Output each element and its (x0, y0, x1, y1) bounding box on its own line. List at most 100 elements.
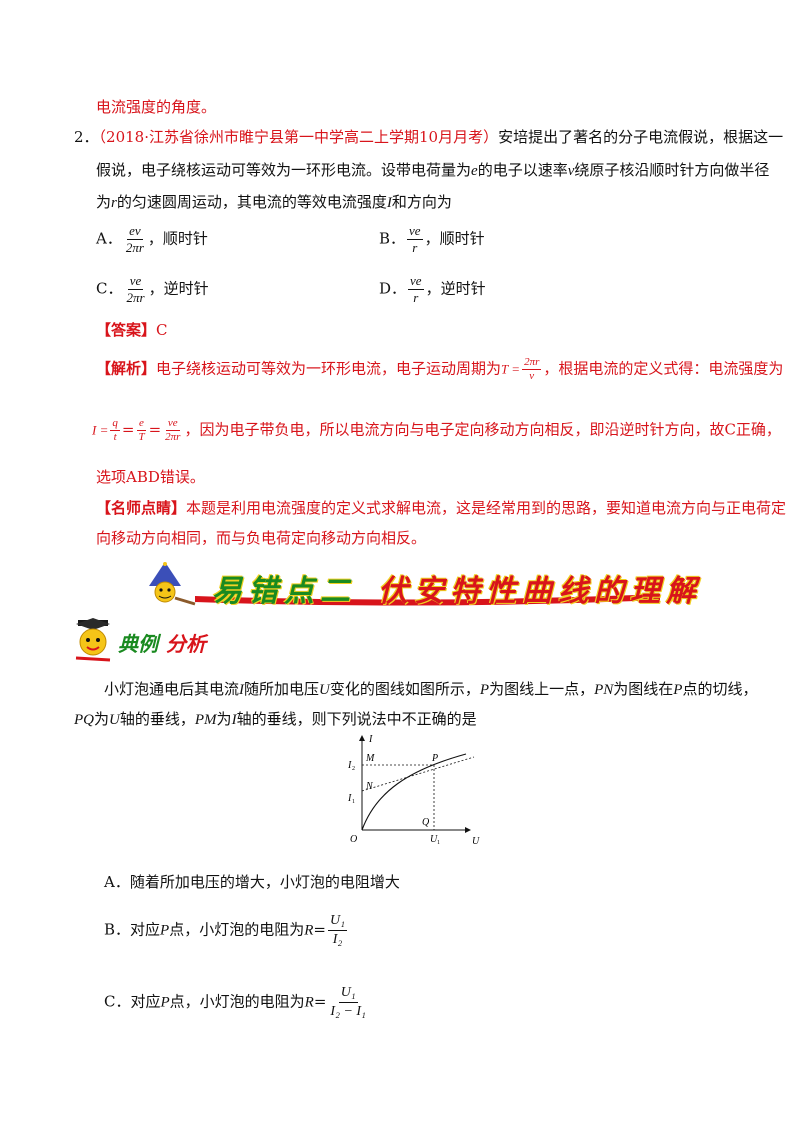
equals-sign: = (148, 420, 162, 439)
option-direction: ，逆时针 (148, 279, 209, 298)
fraction-denominator: 2πr (165, 431, 181, 443)
question-2-line-2: 假说，电子绕核运动可等效为一环形电流。设带电荷量为e的电子以速率v绕原子核沿顺时… (96, 159, 769, 180)
var-r: r (111, 195, 117, 211)
problem-text: 为图线在 (613, 680, 674, 698)
banner-part-1: 易错点二 (212, 574, 356, 609)
answer-line: 【答案】C (96, 319, 168, 340)
fraction-numerator: e (137, 417, 146, 431)
var-P: P (160, 922, 170, 939)
fraction-denominator: r (412, 240, 418, 255)
option-direction: ，逆时针 (425, 279, 486, 298)
analysis-text: ，因为电子带负电，所以电流方向与电子定向移动方向相反，即沿逆时针方向，故C正确， (184, 420, 781, 439)
tangent-line-pn (361, 756, 475, 792)
choice-text: B．对应 (104, 920, 161, 939)
tip-line-2: 向移动方向相同，而与负电荷定向移动方向相反。 (96, 529, 427, 547)
question-2-line-1: 2．（2018·江苏省徐州市睢宁县第一中学高二上学期10月月考）安培提出了著名的… (74, 126, 783, 147)
period-symbol: T = (501, 361, 521, 377)
problem-text: 轴的垂线， (119, 710, 195, 728)
mascot-scholar-icon (75, 618, 111, 662)
choice-text: 点，小灯泡的电阻为 (169, 992, 305, 1011)
banner-underline (195, 594, 660, 606)
var-v: v (567, 163, 575, 179)
option-letter: C． (96, 279, 123, 298)
fraction-numerator: ve (408, 273, 424, 290)
section-title-part-1: 典例 (118, 632, 158, 656)
point-m-label: M (365, 753, 375, 764)
choice-a[interactable]: A．随着所加电压的增大，小灯泡的电阻增大 (104, 873, 400, 891)
fraction-numerator: U₁ (338, 985, 358, 1003)
point-p-label: P (431, 753, 438, 764)
stem-text: 的电子以速率 (477, 161, 568, 179)
var-I: I (239, 682, 245, 698)
problem-line-2: PQ为U轴的垂线，PM为I轴的垂线，则下列说法中不正确的是 (74, 708, 477, 729)
tip-label: 【名师点睛】 (96, 499, 187, 517)
analysis-line-3: 选项ABD错误。 (96, 468, 205, 486)
point-q-label: Q (422, 817, 430, 828)
equals-sign: = (313, 920, 326, 939)
tip-text: 本题是利用电流强度的定义式求解电流，这是经常用到的思路，要知道电流方向与正电荷定 (186, 499, 787, 517)
answer-value: C (156, 321, 168, 339)
problem-text: 轴的垂线，则下列说法中不正确的是 (236, 710, 477, 728)
problem-line-1: 小灯泡通电后其电流I随所加电压U变化的图线如图所示，P为图线上一点，PN为图线在… (104, 678, 757, 699)
var-U: U (109, 712, 120, 728)
iu-graph: I U O M N P Q I 2 I 1 U 1 (347, 734, 480, 847)
wizard-mascot-icon (149, 562, 196, 606)
option-direction: ，顺时针 (424, 229, 485, 248)
analysis-text: 电子绕核运动可等效为一环形电流，电子运动周期为 (156, 359, 502, 378)
question-stem: 安培提出了著名的分子电流假说，根据这一 (498, 128, 784, 146)
var-e: e (471, 163, 478, 179)
equals-sign: = (313, 992, 327, 1011)
problem-text: 为 (94, 710, 110, 728)
option-letter: A． (96, 229, 122, 248)
option-letter: D． (379, 279, 407, 298)
analysis-label: 【解析】 (96, 359, 157, 378)
iu-curve (361, 753, 467, 831)
stem-text: 为 (96, 193, 112, 211)
stem-text: 假说，电子绕核运动可等效为一环形电流。设带电荷量为 (96, 161, 472, 179)
problem-text: 为图线上一点， (489, 680, 595, 698)
i-axis-label: I (368, 734, 373, 745)
question-source: （2018·江苏省徐州市睢宁县第一中学高二上学期10月月考） (98, 128, 499, 146)
choice-text: 点，小灯泡的电阻为 (169, 920, 305, 939)
u1-label: U (430, 834, 438, 845)
stem-text: 和方向为 (391, 193, 452, 211)
point-n-label: N (365, 781, 374, 792)
var-I: I (231, 712, 237, 728)
question-2-line-3: 为r的匀速圆周运动，其电流的等效电流强度I和方向为 (96, 191, 452, 212)
stem-text: 的匀速圆周运动，其电流的等效电流强度 (116, 193, 387, 211)
var-P: P (479, 682, 490, 698)
var-P: P (160, 994, 170, 1011)
fraction-numerator: ve (407, 223, 423, 240)
i2-label: I (347, 760, 352, 771)
banner-part-2: 伏安特性曲线的理解 (378, 574, 702, 609)
fraction-numerator: q (110, 417, 120, 431)
problem-text: 变化的图线如图所示， (329, 680, 480, 698)
problem-text: 为 (216, 710, 232, 728)
fraction-numerator: ve (165, 417, 180, 431)
i1-subscript: 1 (352, 799, 355, 805)
fraction-denominator: v (529, 370, 535, 382)
u-axis-label: U (472, 836, 480, 847)
section-title: 典例分析 (118, 628, 206, 657)
choice-text: C．对应 (104, 992, 161, 1011)
question-number: 2． (74, 128, 99, 146)
i1-label: I (347, 793, 352, 804)
fraction-numerator: ev (127, 223, 143, 240)
fraction-denominator: 2πr (126, 290, 145, 305)
u1-subscript: 1 (437, 840, 440, 846)
var-PM: PM (194, 712, 217, 728)
